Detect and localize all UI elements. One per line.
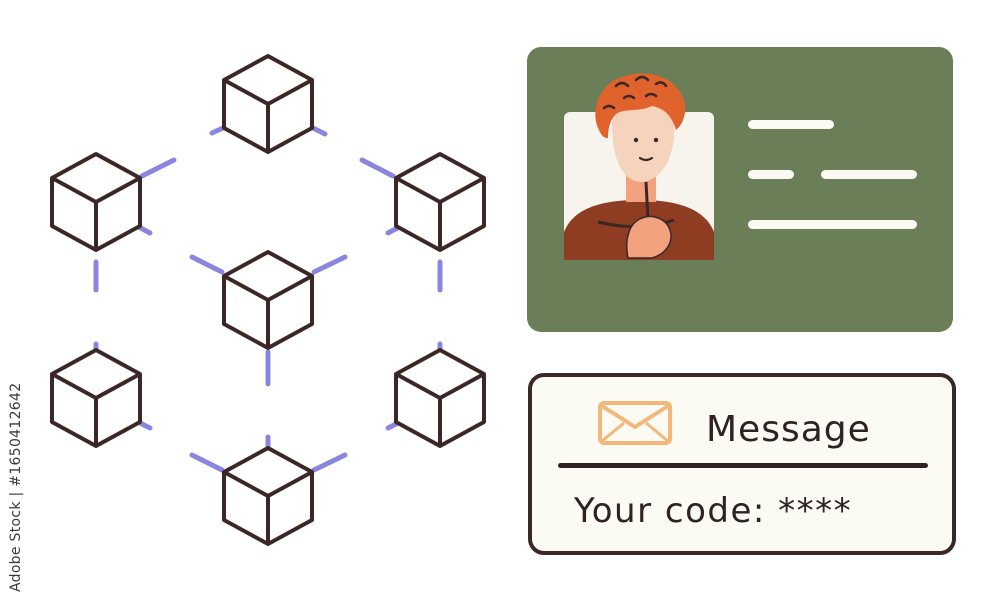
code-row: Your code: **** [574,491,852,531]
card-info-line-3 [821,170,917,179]
block-cube-upper-right [394,152,486,252]
card-info-line-4 [748,220,917,229]
card-info-line-1 [748,120,834,129]
stock-id-text: Adobe Stock | #1650412642 [8,382,24,592]
code-label: Your code: [574,491,766,531]
person-avatar [564,73,714,260]
block-cube-upper-left [50,152,142,252]
code-value: **** [778,491,853,531]
message-card: Message Your code: **** [528,373,956,555]
profile-photo [564,73,714,260]
message-divider [558,463,928,468]
block-cube-lower-right [394,348,486,448]
block-cube-bottom [222,446,314,546]
id-card [527,47,953,332]
envelope-icon [598,401,672,445]
block-cube-lower-left [50,348,142,448]
message-title: Message [706,409,871,450]
card-info-line-2 [748,170,794,179]
block-cube-center [222,250,314,350]
block-cube-top [222,54,314,154]
